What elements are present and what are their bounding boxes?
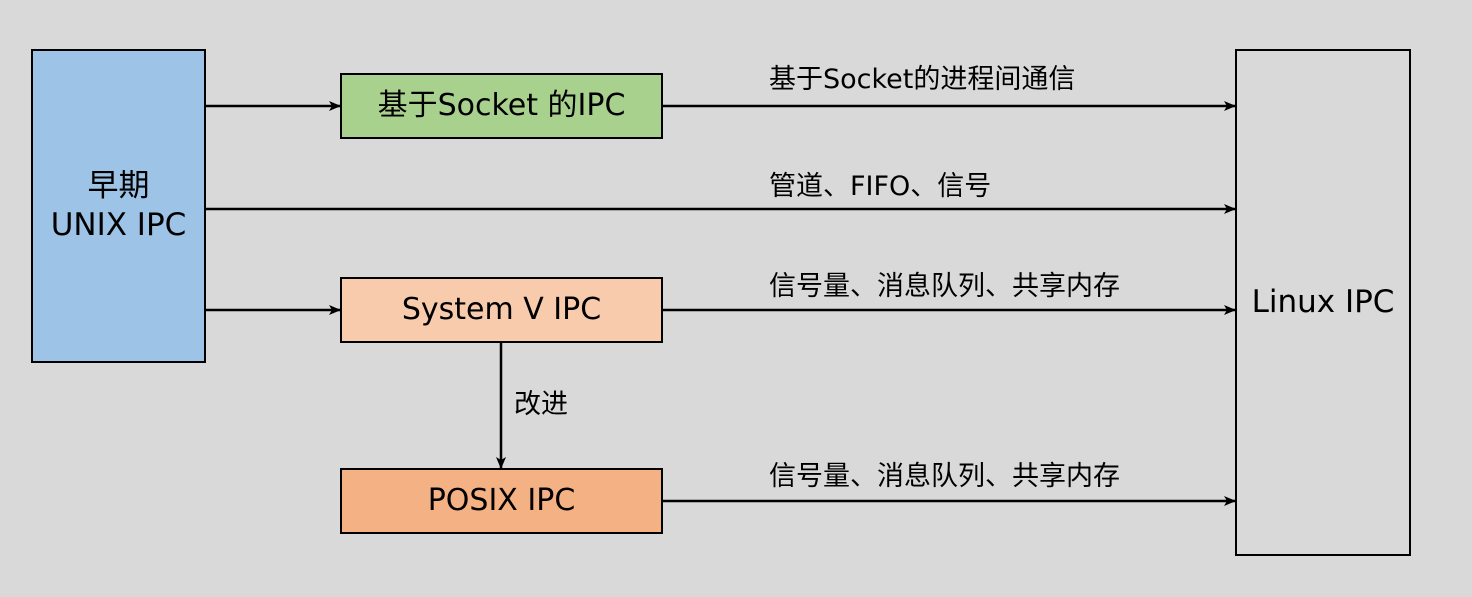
edge-label-pipe-fifo-signal: 管道、FIFO、信号 — [769, 171, 992, 202]
socket-ipc-node: 基于Socket 的IPC — [340, 73, 663, 139]
early-unix-ipc-label: 早期 UNIX IPC — [50, 168, 187, 243]
edge-label-system-v: 信号量、消息队列、共享内存 — [769, 271, 1120, 302]
posix-ipc-node: POSIX IPC — [340, 468, 663, 534]
linux-ipc-label: Linux IPC — [1251, 284, 1395, 321]
edge-label-improvement: 改进 — [514, 389, 568, 420]
system-v-ipc-label: System V IPC — [401, 292, 602, 328]
socket-ipc-label: 基于Socket 的IPC — [377, 88, 626, 124]
early-unix-ipc-node: 早期 UNIX IPC — [31, 49, 206, 363]
posix-ipc-label: POSIX IPC — [427, 483, 576, 519]
linux-ipc-node: Linux IPC — [1235, 49, 1411, 556]
edge-label-posix: 信号量、消息队列、共享内存 — [769, 461, 1120, 492]
system-v-ipc-node: System V IPC — [340, 277, 663, 343]
edge-label-socket-ipc: 基于Socket的进程间通信 — [769, 64, 1076, 95]
